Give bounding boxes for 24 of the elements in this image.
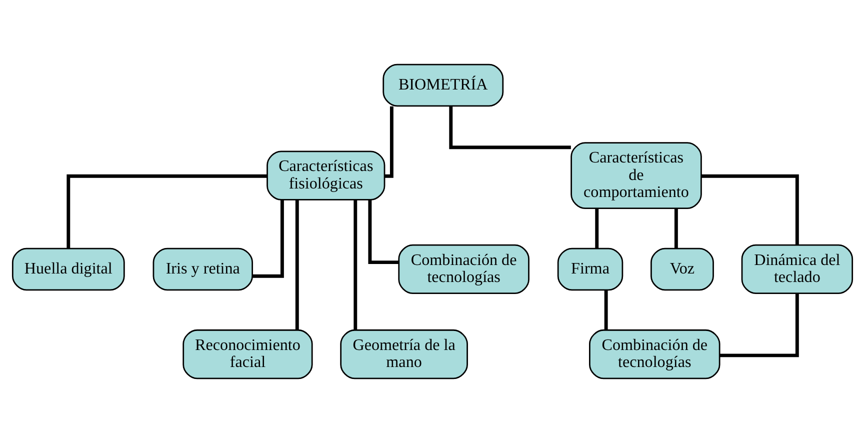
connector (295, 200, 299, 330)
node-box: Iris y retina (152, 248, 253, 291)
node-box: Características de comportamiento (570, 142, 702, 209)
node-box: Firma (557, 248, 624, 291)
connector (449, 106, 571, 150)
connector (252, 200, 284, 278)
node-box: Huella digital (12, 248, 125, 291)
connector (595, 208, 599, 248)
connector (384, 106, 394, 178)
node-box: Reconocimiento facial (182, 329, 313, 380)
connector (674, 208, 678, 248)
node-box: Combinación de tecnologías (398, 244, 530, 294)
connector (66, 174, 268, 248)
connector (604, 290, 608, 330)
node-box: Características fisiológicas (266, 150, 386, 200)
node-box: Geometría de la mano (340, 329, 468, 380)
node-box: Combinación de tecnologías (589, 329, 720, 380)
node-box: Voz (650, 248, 714, 291)
connector (354, 200, 358, 330)
connector (720, 294, 799, 358)
connector (701, 174, 799, 245)
connector (368, 200, 399, 264)
node-box: BIOMETRÍA (382, 64, 504, 107)
node-box: Dinámica del teclado (741, 244, 854, 294)
